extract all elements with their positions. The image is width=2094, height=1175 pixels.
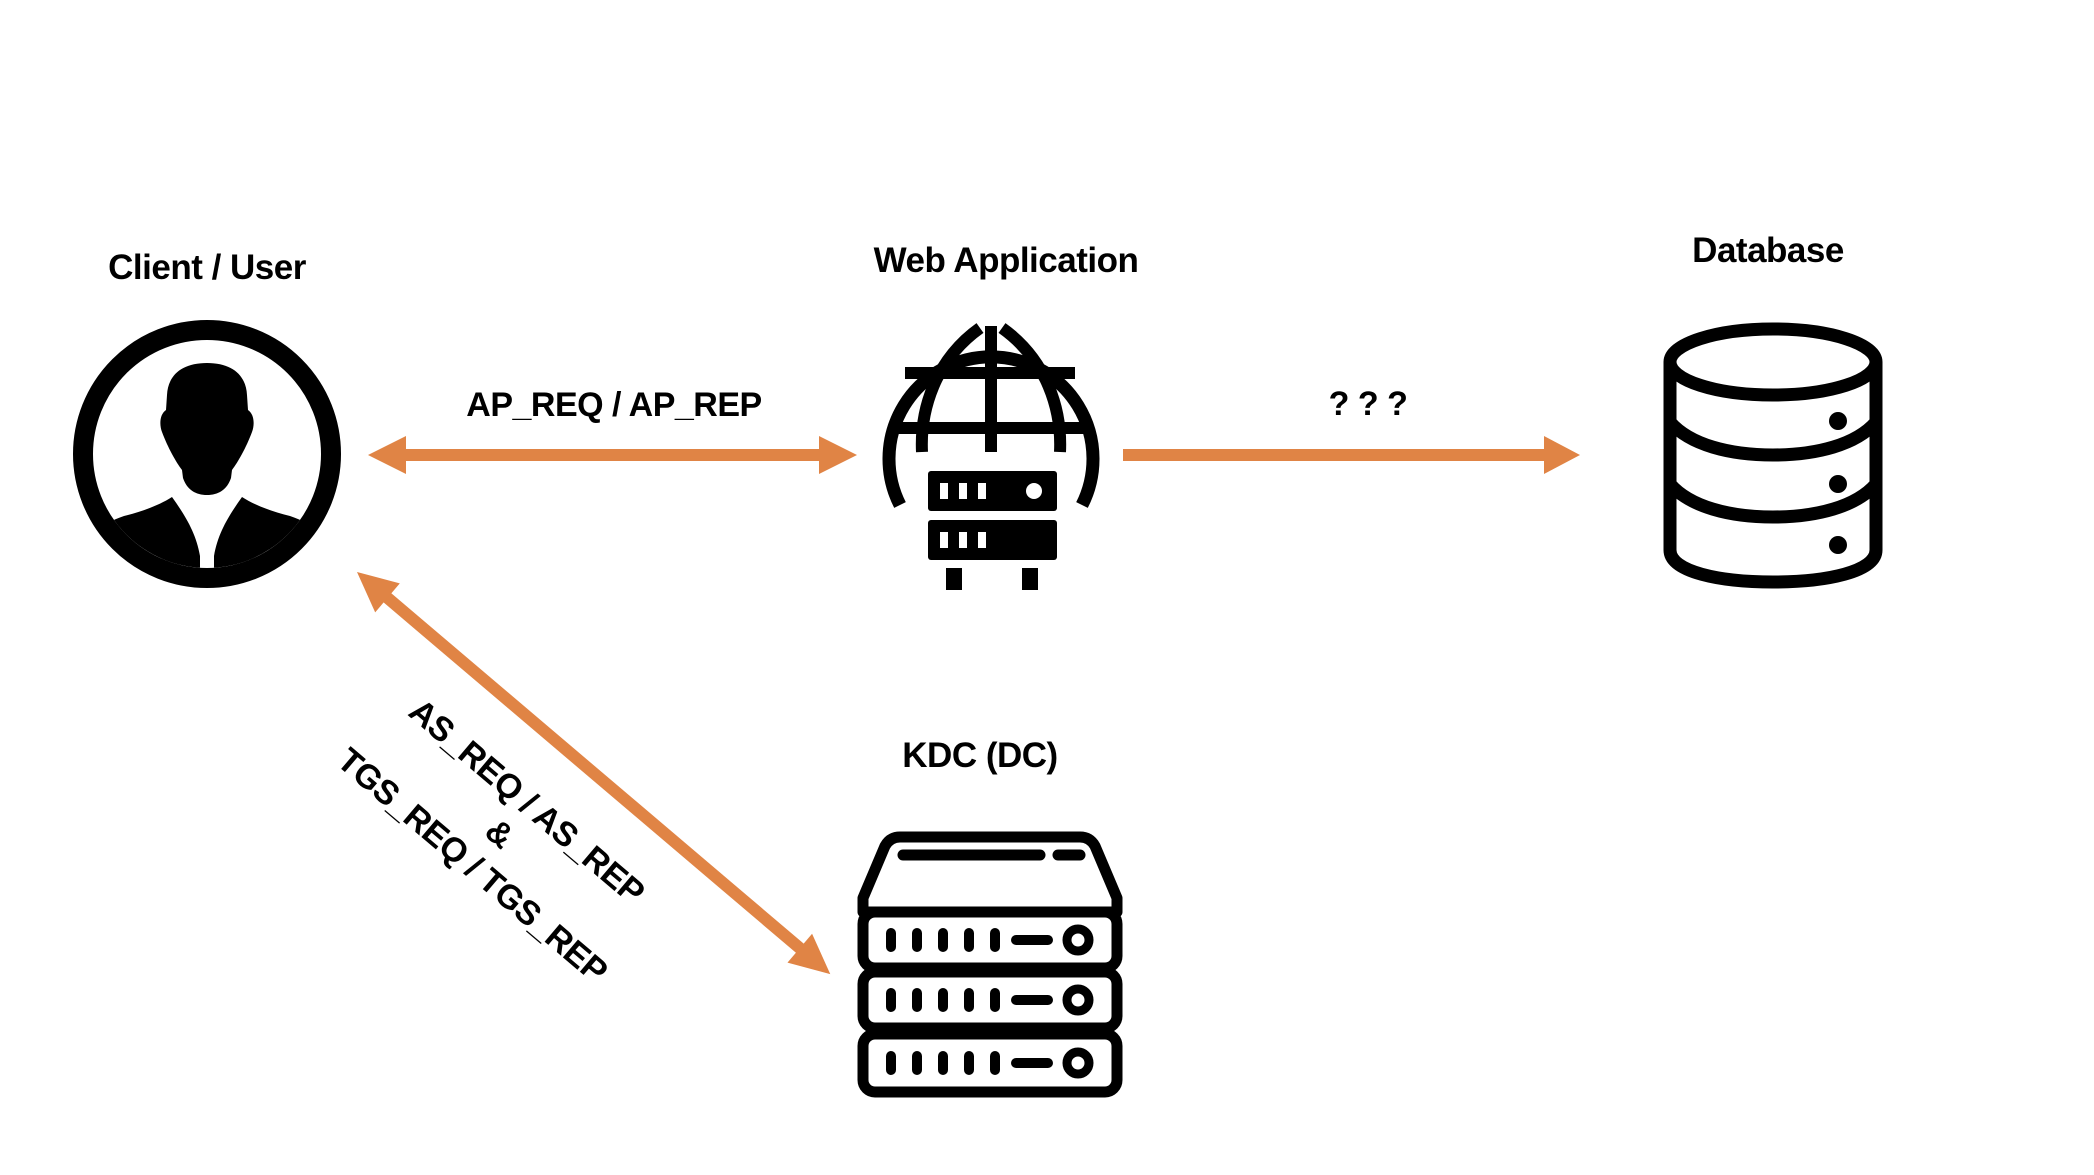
edge-label-client-kdc: AS_REQ / AS_REP & TGS_REQ / TGS_REP bbox=[330, 692, 652, 991]
arrowhead-left bbox=[368, 436, 406, 474]
arrowhead-bottom-right bbox=[787, 933, 831, 975]
server-rack-icon bbox=[857, 831, 1123, 1098]
node-webapp: Web Application bbox=[874, 241, 1139, 590]
arrow-shaft-client-kdc bbox=[382, 592, 806, 955]
power-button-icon bbox=[1062, 1047, 1094, 1079]
edge-label-webapp-database: ? ? ? bbox=[1329, 385, 1408, 423]
edge-label-client-webapp: AP_REQ / AP_REP bbox=[466, 386, 761, 424]
node-database: Database bbox=[1663, 231, 1883, 589]
power-button-icon bbox=[1062, 984, 1094, 1016]
edge-client-webapp: AP_REQ / AP_REP bbox=[368, 386, 857, 474]
kdc-label: KDC (DC) bbox=[902, 736, 1057, 775]
edge-webapp-database: ? ? ? bbox=[1123, 385, 1580, 474]
node-client: Client / User bbox=[73, 248, 341, 588]
server-unit-details bbox=[886, 924, 1094, 1079]
power-button-icon bbox=[1062, 924, 1094, 956]
client-label: Client / User bbox=[108, 248, 307, 287]
webapp-label: Web Application bbox=[874, 241, 1139, 280]
arrowhead-top-left bbox=[357, 572, 400, 613]
node-kdc: KDC (DC) bbox=[857, 736, 1123, 1098]
arrow-shaft-client-webapp bbox=[406, 449, 819, 461]
arrow-shaft-webapp-database bbox=[1123, 449, 1544, 461]
edge-client-kdc bbox=[357, 572, 831, 975]
database-label: Database bbox=[1692, 231, 1844, 270]
edge-label-line-2: & bbox=[478, 811, 521, 856]
edge-label-line-1: AS_REQ / AS_REP bbox=[402, 692, 652, 912]
user-circle-icon bbox=[73, 320, 341, 588]
globe-server-icon bbox=[882, 323, 1100, 590]
arrowhead-right bbox=[1544, 436, 1580, 474]
database-icon bbox=[1663, 322, 1883, 589]
arrowhead-right bbox=[819, 436, 857, 474]
